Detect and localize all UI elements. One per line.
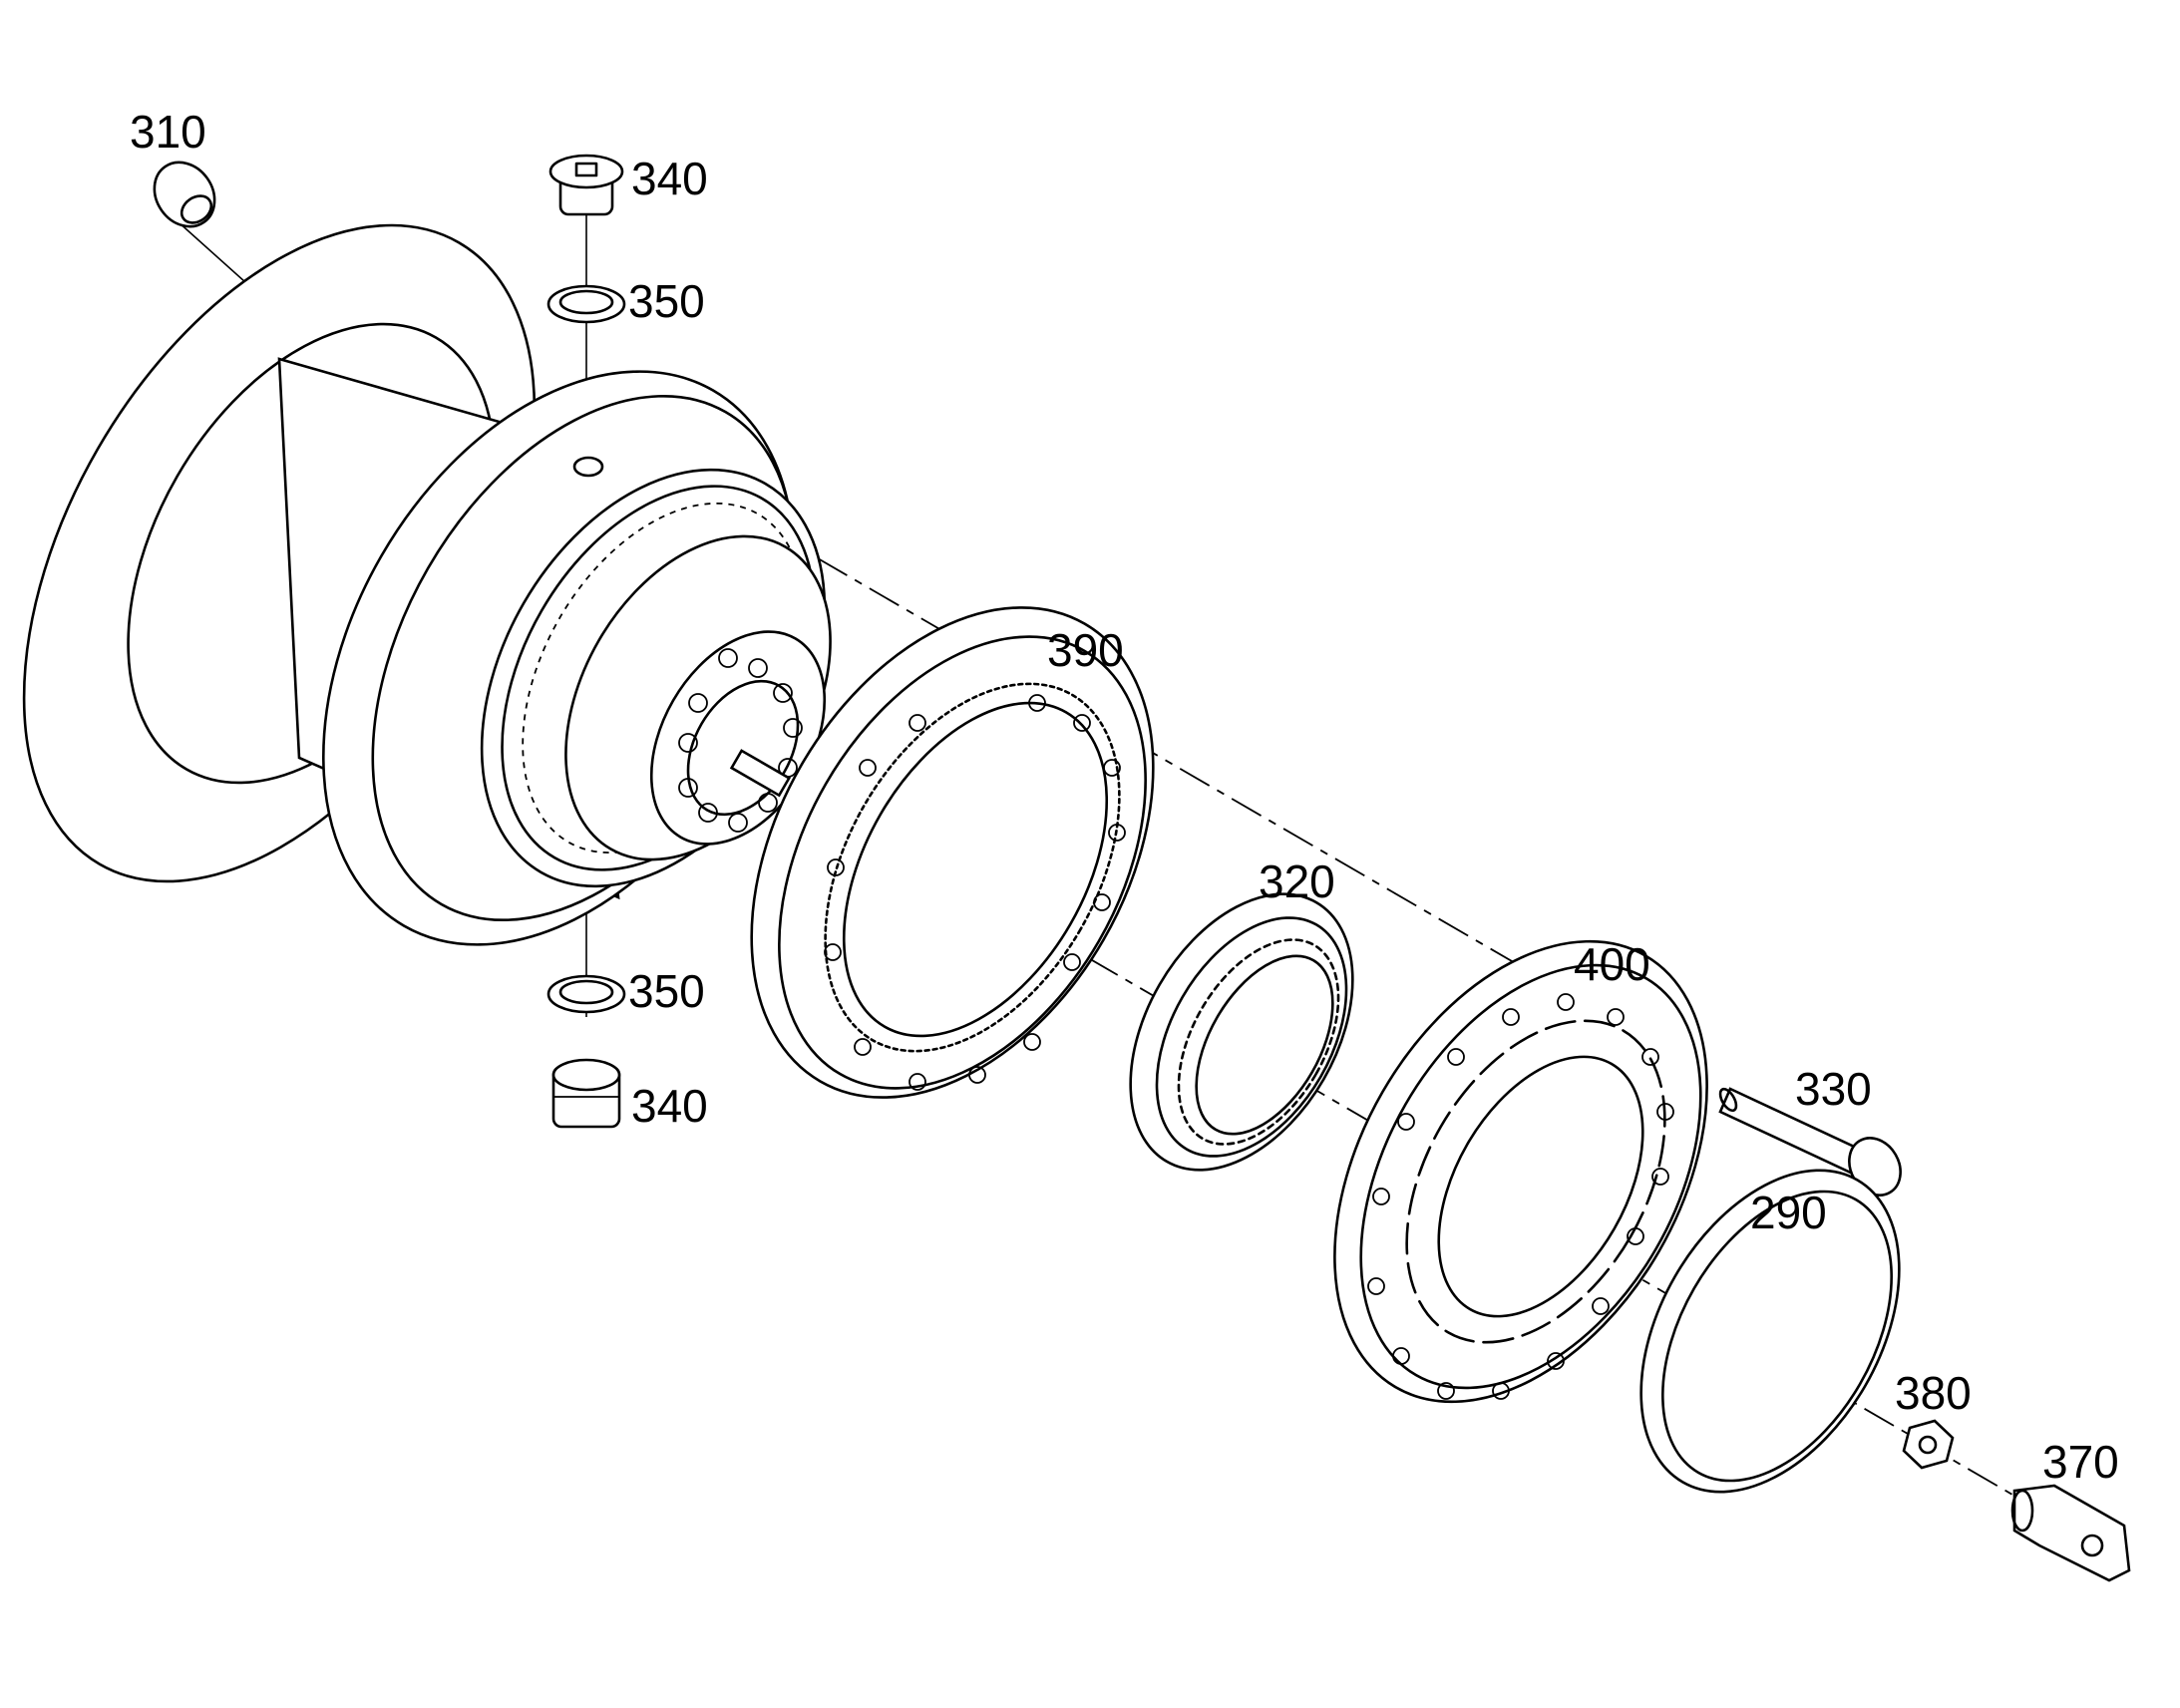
- part-390-ring-gear: [750, 606, 1155, 1099]
- part-310-plug: [153, 161, 216, 228]
- label-340-top: 340: [631, 153, 708, 204]
- part-370-clevis: [2010, 1484, 2131, 1582]
- label-290: 290: [1750, 1187, 1827, 1238]
- label-340-bottom: 340: [631, 1080, 708, 1132]
- label-350-bottom: 350: [628, 965, 705, 1017]
- label-370: 370: [2042, 1436, 2119, 1488]
- part-380-nut: [1902, 1419, 1955, 1470]
- label-380: 380: [1895, 1367, 1972, 1419]
- housing-drum: [22, 223, 832, 946]
- part-340-bottom-plug: [551, 1058, 621, 1129]
- label-390: 390: [1047, 624, 1124, 676]
- part-350-bottom-seal: [546, 974, 626, 1014]
- label-330: 330: [1795, 1063, 1872, 1115]
- part-320-bearing: [1129, 892, 1354, 1172]
- part-340-top-plug: [548, 154, 624, 216]
- label-350-top: 350: [628, 275, 705, 327]
- callout-labels: 310 340 350 390 320 400 350 340 330 290 …: [130, 106, 2119, 1488]
- part-400-cover: [1333, 939, 1708, 1404]
- part-350-top-seal: [546, 284, 626, 324]
- part-290-o-ring: [1639, 1169, 1901, 1494]
- label-320: 320: [1259, 855, 1335, 907]
- label-400: 400: [1574, 938, 1650, 990]
- label-310: 310: [130, 106, 206, 158]
- part-330-bolt: [1718, 1087, 1902, 1196]
